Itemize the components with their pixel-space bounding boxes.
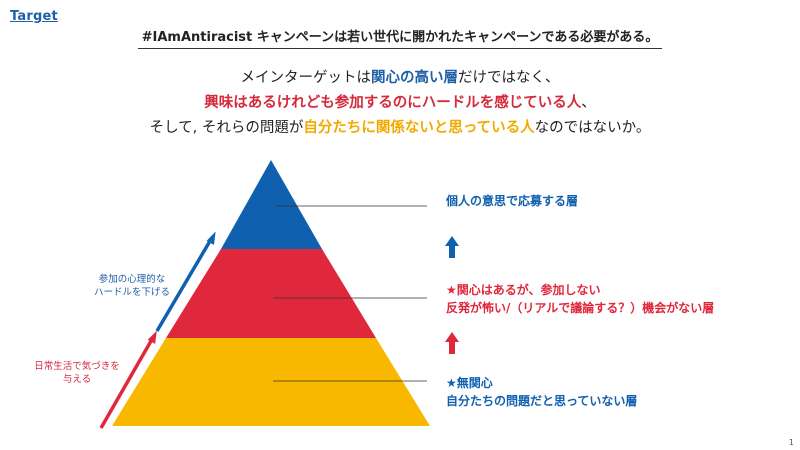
statement-line-3-segment-1: 自分たちに関係ないと思っている人 [303,120,535,136]
side-note-lower-line-2: 与える [62,374,92,385]
side-note-upper-line-2: ハードルを下げる [93,287,170,298]
layer-label-middle: ★関心はあるが、参加しない 反発が怖い/（リアルで議論する？）機会がない層 [446,281,714,317]
up-arrow-red-icon [445,332,459,354]
pyramid-layer-top [221,160,322,249]
statement-line-2: 興味はあるけれども参加するのにハードルを感じている人、 [0,91,800,116]
statement-line-1-segment-2: だけではなく、 [458,70,560,86]
headline-text: #IAmAntiracist キャンペーンは若い世代に開かれたキャンペーンである… [137,26,663,49]
layer-label-middle-line-2: 反発が怖い/（リアルで議論する？）機会がない層 [446,301,715,315]
side-note-lower: 日常生活で気づきを 与える [22,360,132,386]
diagonal-arrow-blue-icon [155,231,216,332]
layer-label-bottom-line-2: 自分たちの問題だと思っていない層 [446,394,638,408]
statement-line-2-segment-1: 、 [581,95,596,111]
statement-line-3-segment-2: なのではないか。 [534,120,651,136]
statement-line-3: そして, それらの問題が自分たちに関係ないと思っている人なのではないか。 [0,116,800,141]
side-note-upper: 参加の心理的な ハードルを下げる [82,273,182,299]
diagonal-arrow-red-icon [99,330,157,429]
side-note-lower-line-1: 日常生活で気づきを [34,361,120,372]
up-arrow-blue-icon [445,236,459,258]
target-statement: メインターゲットは関心の高い層だけではなく、 興味はあるけれども参加するのにハー… [0,66,800,141]
section-tag: Target [10,9,58,24]
statement-line-1-segment-0: メインターゲットは [240,70,372,86]
statement-line-2-segment-0: 興味はあるけれども参加するのにハードルを感じている人 [204,95,582,111]
headline: #IAmAntiracist キャンペーンは若い世代に開かれたキャンペーンである… [0,26,800,49]
layer-label-middle-line-1: ★関心はあるが、参加しない [446,283,601,297]
statement-line-3-segment-0: そして, それらの問題が [149,120,304,136]
page-number: 1 [788,438,794,447]
layer-label-top: 個人の意思で応募する層 [446,192,578,210]
pyramid-layer-bottom [112,338,430,426]
statement-line-1-segment-1: 関心の高い層 [371,70,458,86]
layer-label-bottom: ★無関心 自分たちの問題だと思っていない層 [446,374,637,410]
side-note-upper-line-1: 参加の心理的な [98,274,166,285]
layer-label-top-line-1: 個人の意思で応募する層 [446,194,579,208]
statement-line-1: メインターゲットは関心の高い層だけではなく、 [0,66,800,91]
pyramid-layer-middle [166,249,376,338]
layer-label-bottom-line-1: ★無関心 [446,376,493,390]
